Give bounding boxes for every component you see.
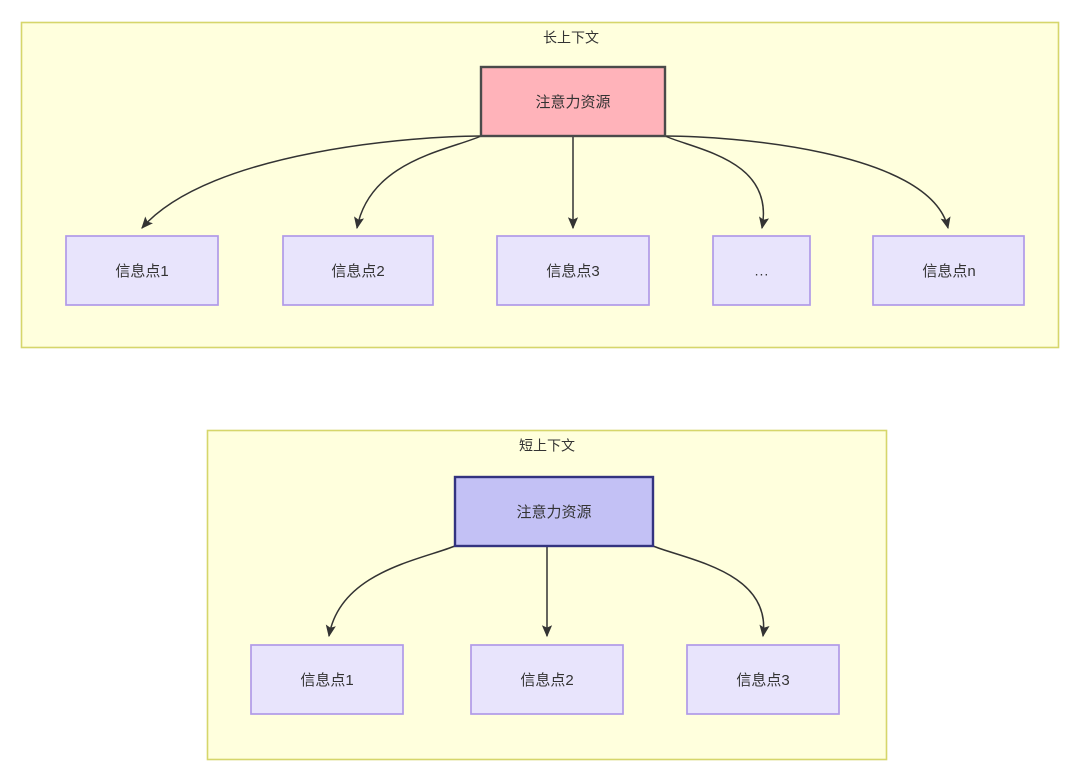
node-root-long-label: 注意力资源 bbox=[535, 93, 610, 111]
node-leaf-short-3-box[interactable] bbox=[686, 644, 840, 715]
edge-root-to-leaf-ellipsis bbox=[664, 135, 770, 230]
node-leaf-short-3[interactable]: 信息点3 bbox=[686, 644, 840, 715]
node-leaf-short-2[interactable]: 信息点2 bbox=[470, 644, 624, 715]
node-leaf-long-1[interactable]: 信息点1 bbox=[65, 235, 219, 306]
node-root-short-label: 注意力资源 bbox=[516, 503, 591, 521]
node-leaf-long-n-label: 信息点n bbox=[922, 263, 975, 280]
edge-short-root-to-leaf-1 bbox=[325, 545, 456, 638]
group-long-context-edges bbox=[141, 135, 951, 230]
node-leaf-short-1-box[interactable] bbox=[250, 644, 404, 715]
node-leaf-long-n-box[interactable] bbox=[872, 235, 1025, 306]
node-root-long[interactable]: 注意力资源 bbox=[479, 65, 667, 138]
group-short-context-edges bbox=[325, 545, 770, 638]
node-root-short[interactable]: 注意力资源 bbox=[453, 475, 655, 548]
node-leaf-short-2-box[interactable] bbox=[470, 644, 624, 715]
edge-root-to-leaf-2 bbox=[354, 135, 482, 230]
group-short-context: 短上下文 注意力资源 信息点1 信息点2 信息点3 bbox=[206, 429, 888, 761]
node-leaf-long-n[interactable]: 信息点n bbox=[872, 235, 1025, 306]
edge-short-root-to-leaf-3 bbox=[652, 545, 770, 638]
node-leaf-long-1-label: 信息点1 bbox=[115, 263, 168, 280]
node-leaf-long-ellipsis-box[interactable] bbox=[712, 235, 811, 306]
node-leaf-short-1[interactable]: 信息点1 bbox=[250, 644, 404, 715]
group-short-context-title: 短上下文 bbox=[519, 438, 575, 454]
edge-root-to-leaf-1 bbox=[141, 135, 482, 229]
group-long-context: 长上下文 注意力资源 信息点1 信息点2 bbox=[20, 21, 1060, 349]
node-leaf-long-1-box[interactable] bbox=[65, 235, 219, 306]
edge-root-to-leaf-n bbox=[664, 135, 951, 230]
node-leaf-short-2-label: 信息点2 bbox=[520, 672, 573, 689]
node-leaf-long-ellipsis-label: ... bbox=[755, 263, 770, 279]
node-root-long-box[interactable] bbox=[479, 65, 667, 138]
group-long-context-title: 长上下文 bbox=[543, 30, 599, 46]
node-root-short-box[interactable] bbox=[453, 475, 655, 548]
node-leaf-long-3[interactable]: 信息点3 bbox=[496, 235, 650, 306]
node-leaf-short-1-label: 信息点1 bbox=[300, 672, 353, 689]
node-leaf-long-2-label: 信息点2 bbox=[331, 263, 384, 280]
node-leaf-long-2[interactable]: 信息点2 bbox=[282, 235, 434, 306]
node-leaf-long-ellipsis[interactable]: ... bbox=[712, 235, 811, 306]
node-leaf-long-3-box[interactable] bbox=[496, 235, 650, 306]
node-leaf-long-3-label: 信息点3 bbox=[546, 263, 599, 280]
node-leaf-short-3-label: 信息点3 bbox=[736, 672, 789, 689]
node-leaf-long-2-box[interactable] bbox=[282, 235, 434, 306]
